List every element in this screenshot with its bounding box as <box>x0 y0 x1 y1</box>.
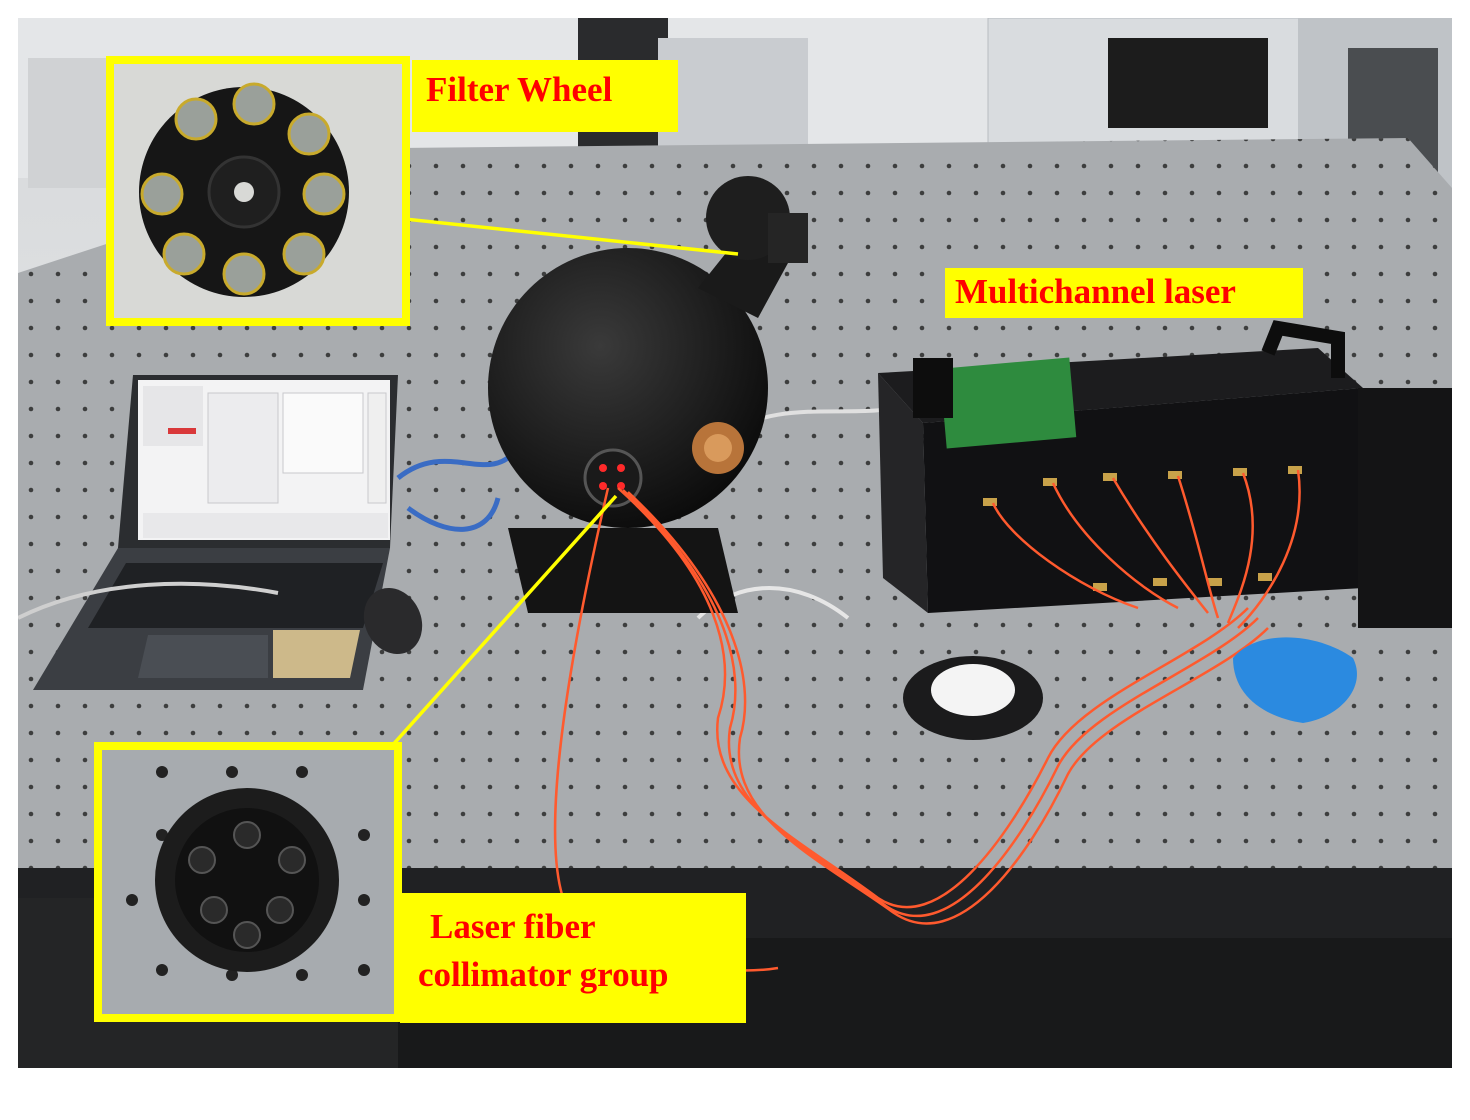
filter-wheel-inset <box>106 56 410 326</box>
blue-gloves <box>1233 637 1357 723</box>
filter-wheel-image <box>114 64 402 318</box>
collimator-label-line2: collimator group <box>418 955 669 995</box>
collimator-group-inset <box>94 742 402 1022</box>
mouse <box>363 587 423 655</box>
laptop <box>33 375 398 690</box>
filter-wheel-label: Filter Wheel <box>412 60 678 132</box>
collimator-group-image <box>102 750 394 1014</box>
collimator-group-label: Laser fiber collimator group <box>400 893 746 1023</box>
collimator-label-line1: Laser fiber <box>430 907 596 946</box>
multichannel-laser-box <box>878 320 1452 628</box>
orange-fibers <box>553 469 1301 972</box>
integrating-sphere <box>488 176 808 613</box>
diffuser-plate <box>903 656 1043 740</box>
multichannel-laser-label: Multichannel laser <box>945 268 1303 318</box>
